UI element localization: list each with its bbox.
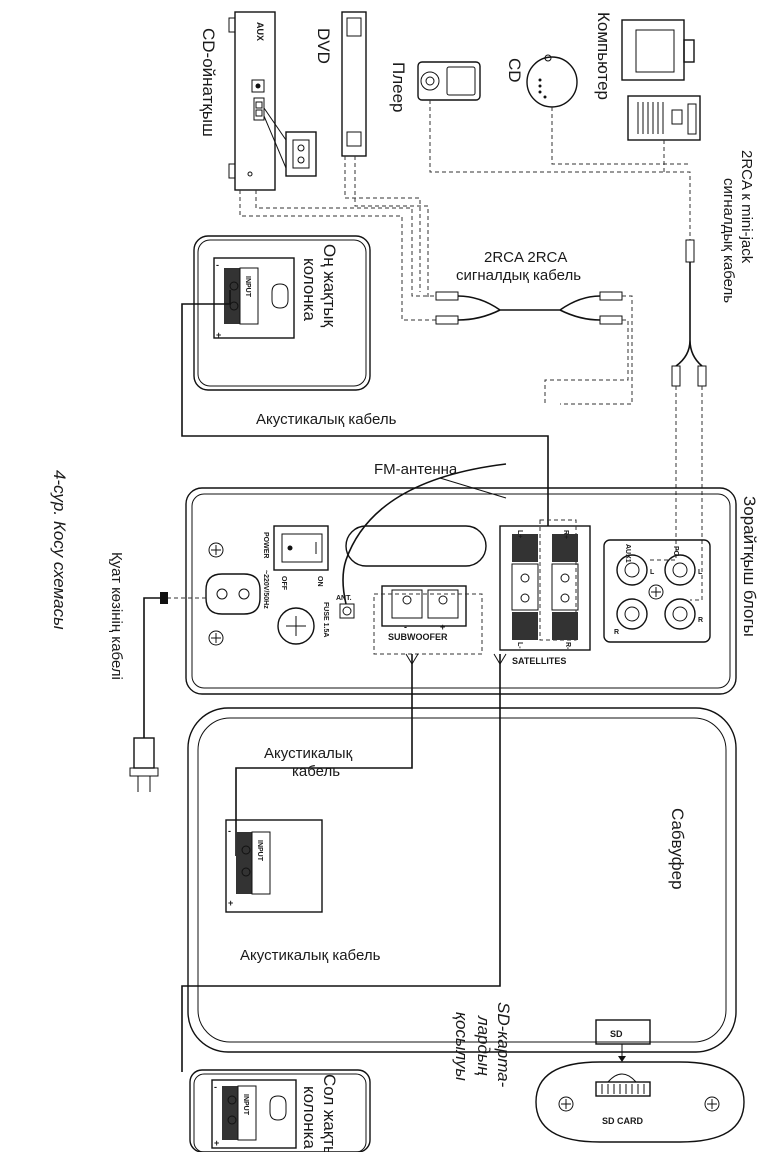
rca-rca-cable-label-1: 2RCA 2RCA [484, 249, 567, 266]
cd-player-device [228, 11, 317, 191]
control-unit [185, 487, 737, 695]
right-speaker-label-1: Оң жақтық [320, 244, 339, 328]
sd-caption-1: SD-карта- [494, 1002, 513, 1088]
player-label: Плеер [389, 62, 408, 113]
power-cable-label: Қуат көзінің кабелі [108, 552, 125, 680]
cd-player-label: CD-ойнатқыш [199, 28, 218, 137]
sd-caption-2: лардың [474, 1015, 493, 1076]
on-label: ON [316, 576, 323, 587]
rca-minijack-cable-label: 2RCA к mini-jack [738, 150, 755, 264]
right-speaker-plus: + [216, 330, 221, 340]
aux1-r-label: R [614, 629, 619, 636]
subwoofer-label: Сабвуфер [668, 808, 687, 890]
acoustic-mid-label-1: Акустикалық [264, 745, 353, 762]
sat-l-plus-label: L+ [516, 530, 523, 538]
fm-antenna-label: FM-антенна [374, 461, 458, 478]
player-device [417, 61, 481, 101]
sd-card-label: SD CARD [602, 1116, 644, 1126]
control-unit-title: Зорайтқыш блогы [740, 496, 759, 637]
signal-cables [239, 100, 707, 601]
sat-r-minus-label: R- [564, 642, 571, 650]
left-speaker-label-2: колонка [300, 1086, 319, 1149]
computer-label: Компьютер [594, 12, 613, 100]
subwoofer-input-label: INPUT [256, 840, 263, 862]
left-speaker-label-1: Сол жақтық [320, 1074, 339, 1152]
cd-aux-label: AUX [255, 22, 265, 41]
computer-device [621, 19, 701, 141]
acoustic-bottom-label: Акустикалық кабель [240, 947, 381, 964]
power-label: POWER [262, 532, 269, 558]
rca-minijack-cable-label-2: сигналдық кабель [720, 178, 737, 303]
subwoofer-plus: + [228, 898, 233, 908]
left-speaker-plus: + [214, 1138, 219, 1148]
right-speaker-minus: - [216, 260, 219, 270]
rca-rca-cable-label-2: сигналдық кабель [456, 267, 581, 284]
pc-label: PC [672, 546, 679, 556]
aux1-l-label: L [650, 569, 655, 576]
pc-l-label: L [698, 569, 703, 576]
fuse-label: FUSE 1.5A [322, 602, 329, 637]
acoustic-cable-top-label: Акустикалық кабель [256, 411, 397, 428]
left-speaker-input-label: INPUT [242, 1094, 249, 1116]
figure-caption: 4-сур. Косу схемасы [50, 470, 69, 630]
left-speaker-minus: - [214, 1082, 217, 1092]
sd-section [535, 1019, 745, 1143]
dvd-label: DVD [314, 28, 333, 64]
right-speaker [193, 235, 371, 391]
sat-r-plus-label: R+ [562, 530, 569, 539]
ant-label: ANT. [336, 595, 352, 602]
sd-box-label: SD [610, 1029, 623, 1039]
satellites-label: SATELLITES [512, 656, 566, 666]
right-speaker-label-2: колонка [300, 258, 319, 321]
sd-caption-3: қосылуы [452, 1012, 471, 1081]
subwoofer-unit [187, 707, 737, 1053]
sub-minus-label: - [404, 622, 407, 632]
mains-label: ~220V/50Hz [262, 570, 269, 609]
subwoofer-terminal-label: SUBWOOFER [388, 632, 448, 642]
off-label: OFF [280, 576, 287, 591]
aux1-label: AUX1 [624, 544, 631, 563]
dvd-device [341, 11, 367, 157]
sub-plus-label: + [440, 622, 445, 632]
left-speaker [189, 1069, 371, 1152]
subwoofer-minus: - [228, 826, 231, 836]
pc-r-label: R [698, 617, 703, 624]
right-speaker-input-label: INPUT [244, 276, 251, 298]
cd-disc-device [526, 54, 578, 108]
acoustic-mid-label-2: кабель [292, 763, 340, 780]
sat-l-minus-label: L- [516, 642, 523, 649]
cd-label: CD [505, 58, 524, 83]
